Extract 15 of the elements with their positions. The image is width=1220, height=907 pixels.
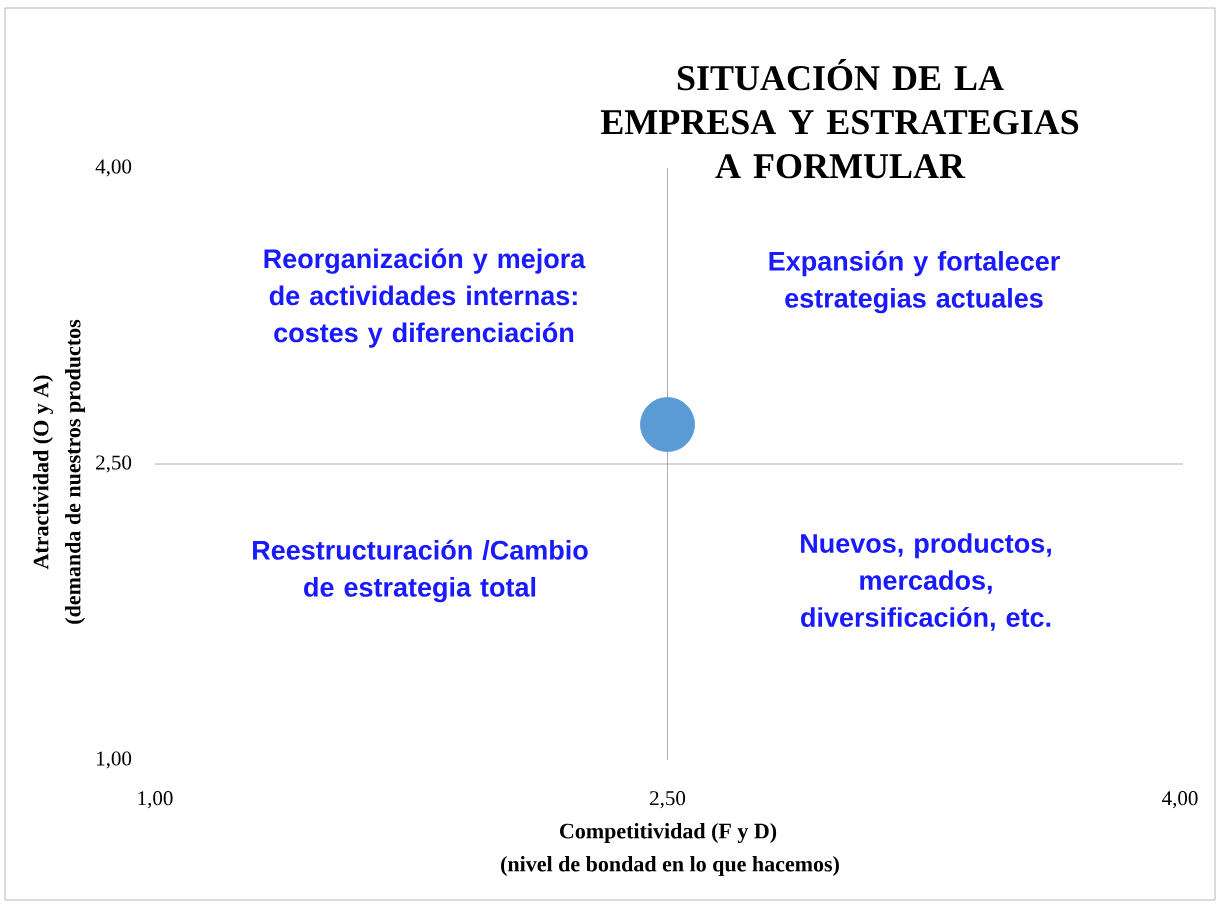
axis-title: (demanda de nuestros productos — [65, 319, 85, 624]
quadrant-label: Expansión y fortalecer estrategias actuales — [769, 250, 1060, 314]
quadrant-label: Reorganización y mejora de actividades internas: costes y diferenciación — [264, 248, 586, 348]
x-tick-label: 4,00 — [1162, 791, 1198, 809]
x-tick-label: 2,50 — [650, 791, 686, 809]
y-tick-label: 1,00 — [97, 751, 132, 769]
axis-title: (nivel de bondad en lo que hacemos) — [501, 856, 839, 876]
axis-title: Competitividad (F y D) — [560, 823, 777, 843]
x-tick-label: 1,00 — [138, 791, 173, 809]
quadrant-label: Reestructuración /Cambio de estrategia total — [253, 539, 588, 603]
axis-title: Atractividad (O y A) — [33, 375, 53, 570]
y-tick-label: 4,00 — [95, 159, 132, 177]
quadrant-label: Nuevos, productos, mercados, diversificación, etc. — [801, 533, 1051, 631]
chart-title: SITUACIÓN DE LA EMPRESA Y ESTRATEGIAS A FORMULAR — [600, 59, 1079, 179]
y-tick-label: 2,50 — [96, 455, 132, 473]
